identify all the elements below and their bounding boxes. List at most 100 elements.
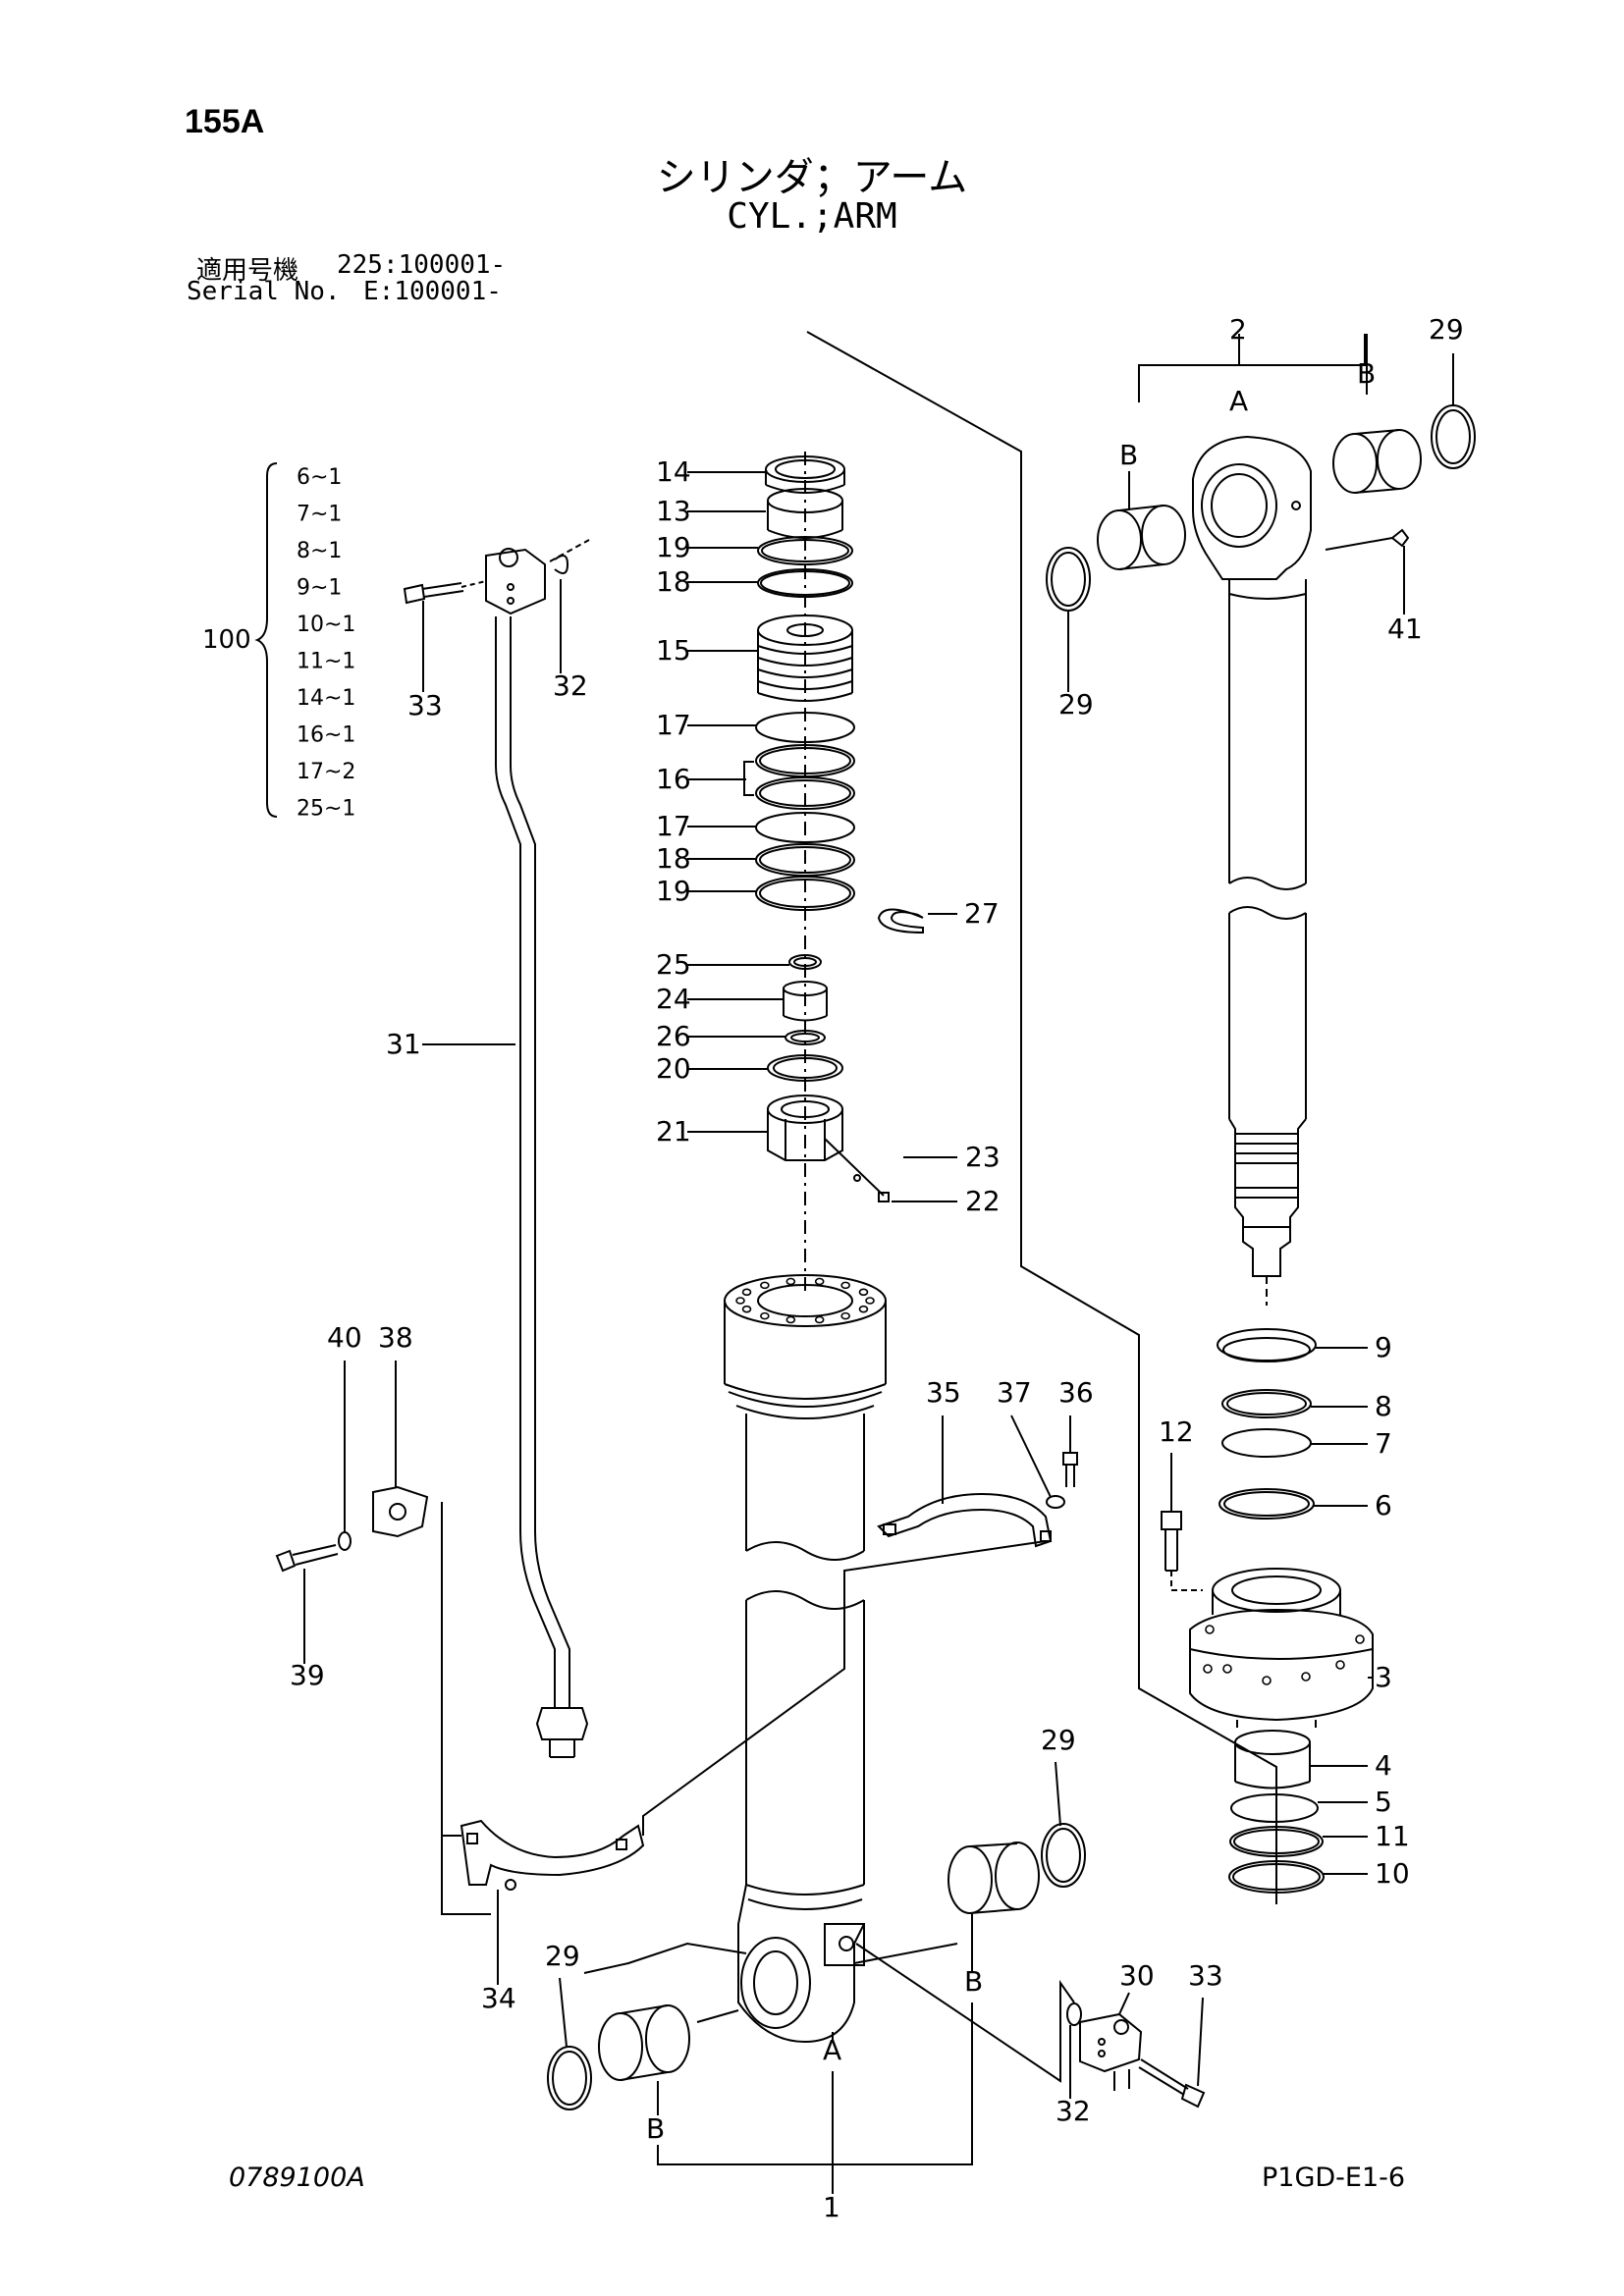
kit-item-3: 9~1 bbox=[297, 576, 342, 601]
part-23-ball bbox=[853, 1174, 861, 1182]
part-27-retainer bbox=[877, 908, 924, 934]
page-reference: P1GD-E1-6 bbox=[1262, 2163, 1406, 2193]
page-title-en: CYL.;ARM bbox=[727, 196, 897, 237]
callout-c9: 9 bbox=[1375, 1331, 1392, 1363]
callout-c4: 4 bbox=[1375, 1749, 1392, 1782]
part-33-bolt-top bbox=[403, 580, 487, 605]
callout-leader-lines bbox=[303, 334, 1454, 2194]
callout-c36: 36 bbox=[1058, 1376, 1094, 1409]
cylinder-tube-bottom bbox=[737, 1590, 865, 2044]
part-19-ring-b bbox=[755, 876, 855, 911]
callout-c6: 6 bbox=[1375, 1489, 1392, 1522]
callout-c38: 38 bbox=[378, 1321, 413, 1354]
assembly-guide-line bbox=[806, 331, 1277, 1904]
kit-number: 100 bbox=[202, 625, 251, 655]
callout-lB_bot1: B bbox=[646, 2112, 665, 2145]
callout-c32b: 32 bbox=[1056, 2095, 1091, 2127]
kit-item-5: 11~1 bbox=[297, 650, 355, 674]
callout-c29b: 29 bbox=[1058, 688, 1094, 721]
part-30-block bbox=[1079, 2012, 1143, 2091]
part-21-nut bbox=[767, 1095, 843, 1161]
rod-end-bushing-bottom-right bbox=[947, 1842, 1040, 1914]
part-22-setscrew bbox=[878, 1192, 890, 1202]
kit-item-list: 6~17~18~19~110~111~114~116~117~225~1 bbox=[297, 465, 355, 822]
page-number: 155A bbox=[185, 103, 265, 140]
callout-c37: 37 bbox=[997, 1376, 1032, 1409]
part-17-ring-a bbox=[755, 712, 855, 743]
callout-c18b: 18 bbox=[656, 842, 691, 875]
callout-c19b: 19 bbox=[656, 875, 691, 907]
page-title-jp: シリンダ；アーム bbox=[656, 155, 968, 200]
callout-c34: 34 bbox=[481, 1982, 516, 2014]
part-37-washer bbox=[1046, 1495, 1065, 1509]
callout-c2: 2 bbox=[1229, 313, 1247, 346]
callout-c31: 31 bbox=[386, 1028, 421, 1060]
part-38-bracket bbox=[372, 1485, 429, 1538]
callout-c20: 20 bbox=[656, 1052, 691, 1085]
part-25-ring bbox=[788, 954, 822, 970]
callout-c40: 40 bbox=[327, 1321, 362, 1354]
kit-item-6: 14~1 bbox=[297, 686, 355, 711]
part-24-sleeve bbox=[783, 981, 828, 1022]
part-29-seal-left-top bbox=[1046, 547, 1091, 612]
callout-c35: 35 bbox=[926, 1376, 961, 1409]
callout-c12: 12 bbox=[1159, 1415, 1194, 1448]
serial-label-jp: 適用号機 bbox=[196, 256, 299, 286]
part-33-bolt-bottom bbox=[1138, 2058, 1206, 2109]
callout-c39: 39 bbox=[290, 1659, 325, 1691]
callout-c3: 3 bbox=[1375, 1661, 1392, 1693]
callout-c32a: 32 bbox=[553, 669, 588, 702]
bushing-bracket-top bbox=[1138, 334, 1366, 402]
callout-c8: 8 bbox=[1375, 1390, 1392, 1422]
callout-c5: 5 bbox=[1375, 1786, 1392, 1818]
callout-c26: 26 bbox=[656, 1020, 691, 1052]
serial-value-1: 225:100001- bbox=[337, 250, 507, 280]
callout-c19a: 19 bbox=[656, 531, 691, 563]
part-6-ring bbox=[1218, 1488, 1315, 1520]
kit-item-0: 6~1 bbox=[297, 465, 342, 490]
part-19-ring-top bbox=[757, 536, 853, 565]
head-bolt-holes bbox=[1203, 1625, 1365, 1685]
rod-bushing-right bbox=[1332, 429, 1422, 494]
part-4-bushing bbox=[1234, 1730, 1311, 1789]
part-10-ring bbox=[1228, 1860, 1325, 1894]
callout-c17a: 17 bbox=[656, 709, 691, 741]
callout-lA_bot: A bbox=[823, 2034, 841, 2066]
part-32-oring-top bbox=[554, 555, 569, 574]
part-29-seal-bottom-right bbox=[1041, 1823, 1086, 1888]
kit-item-9: 25~1 bbox=[297, 797, 355, 822]
part-8-ring bbox=[1221, 1389, 1312, 1418]
cylinder-tube-head bbox=[724, 1274, 887, 1561]
part-31-pipe bbox=[495, 616, 589, 1758]
callout-c33b: 33 bbox=[1188, 1959, 1223, 1992]
callout-c27: 27 bbox=[964, 897, 1000, 930]
rod-bushing-left bbox=[1097, 505, 1186, 570]
callout-c29a: 29 bbox=[1429, 313, 1464, 346]
callout-c18a: 18 bbox=[656, 565, 691, 598]
callout-c25: 25 bbox=[656, 948, 691, 981]
callout-c23: 23 bbox=[965, 1141, 1001, 1173]
callout-c29c: 29 bbox=[1041, 1724, 1076, 1756]
rod-end-bushing-bottom-left bbox=[598, 2004, 690, 2081]
callout-c22: 22 bbox=[965, 1185, 1001, 1217]
part-34-clamp bbox=[460, 1819, 645, 1891]
part-12-bolt bbox=[1161, 1511, 1203, 1591]
part-14-wiper bbox=[765, 455, 845, 494]
callout-c17b: 17 bbox=[656, 810, 691, 842]
callout-c16: 16 bbox=[656, 763, 691, 795]
piston-rod-assembly bbox=[1192, 435, 1312, 1306]
part-39-bolt bbox=[275, 1544, 339, 1573]
callout-lB_bot2: B bbox=[964, 1965, 983, 1998]
callout-c15: 15 bbox=[656, 634, 691, 667]
drawing-number: 0789100A bbox=[229, 2163, 365, 2193]
part-15-piston bbox=[757, 614, 853, 702]
part-callout-labels: 1413191815171617181927252426202123223133… bbox=[290, 313, 1464, 2223]
part-11-ring bbox=[1229, 1826, 1324, 1857]
callout-lA_top: A bbox=[1229, 385, 1248, 417]
part-41-grease-nipple bbox=[1325, 528, 1410, 551]
callout-c1: 1 bbox=[823, 2191, 840, 2223]
callout-c13: 13 bbox=[656, 495, 691, 527]
callout-c24: 24 bbox=[656, 983, 691, 1015]
callout-c11: 11 bbox=[1375, 1820, 1410, 1852]
part-36-bolt bbox=[1062, 1452, 1078, 1487]
